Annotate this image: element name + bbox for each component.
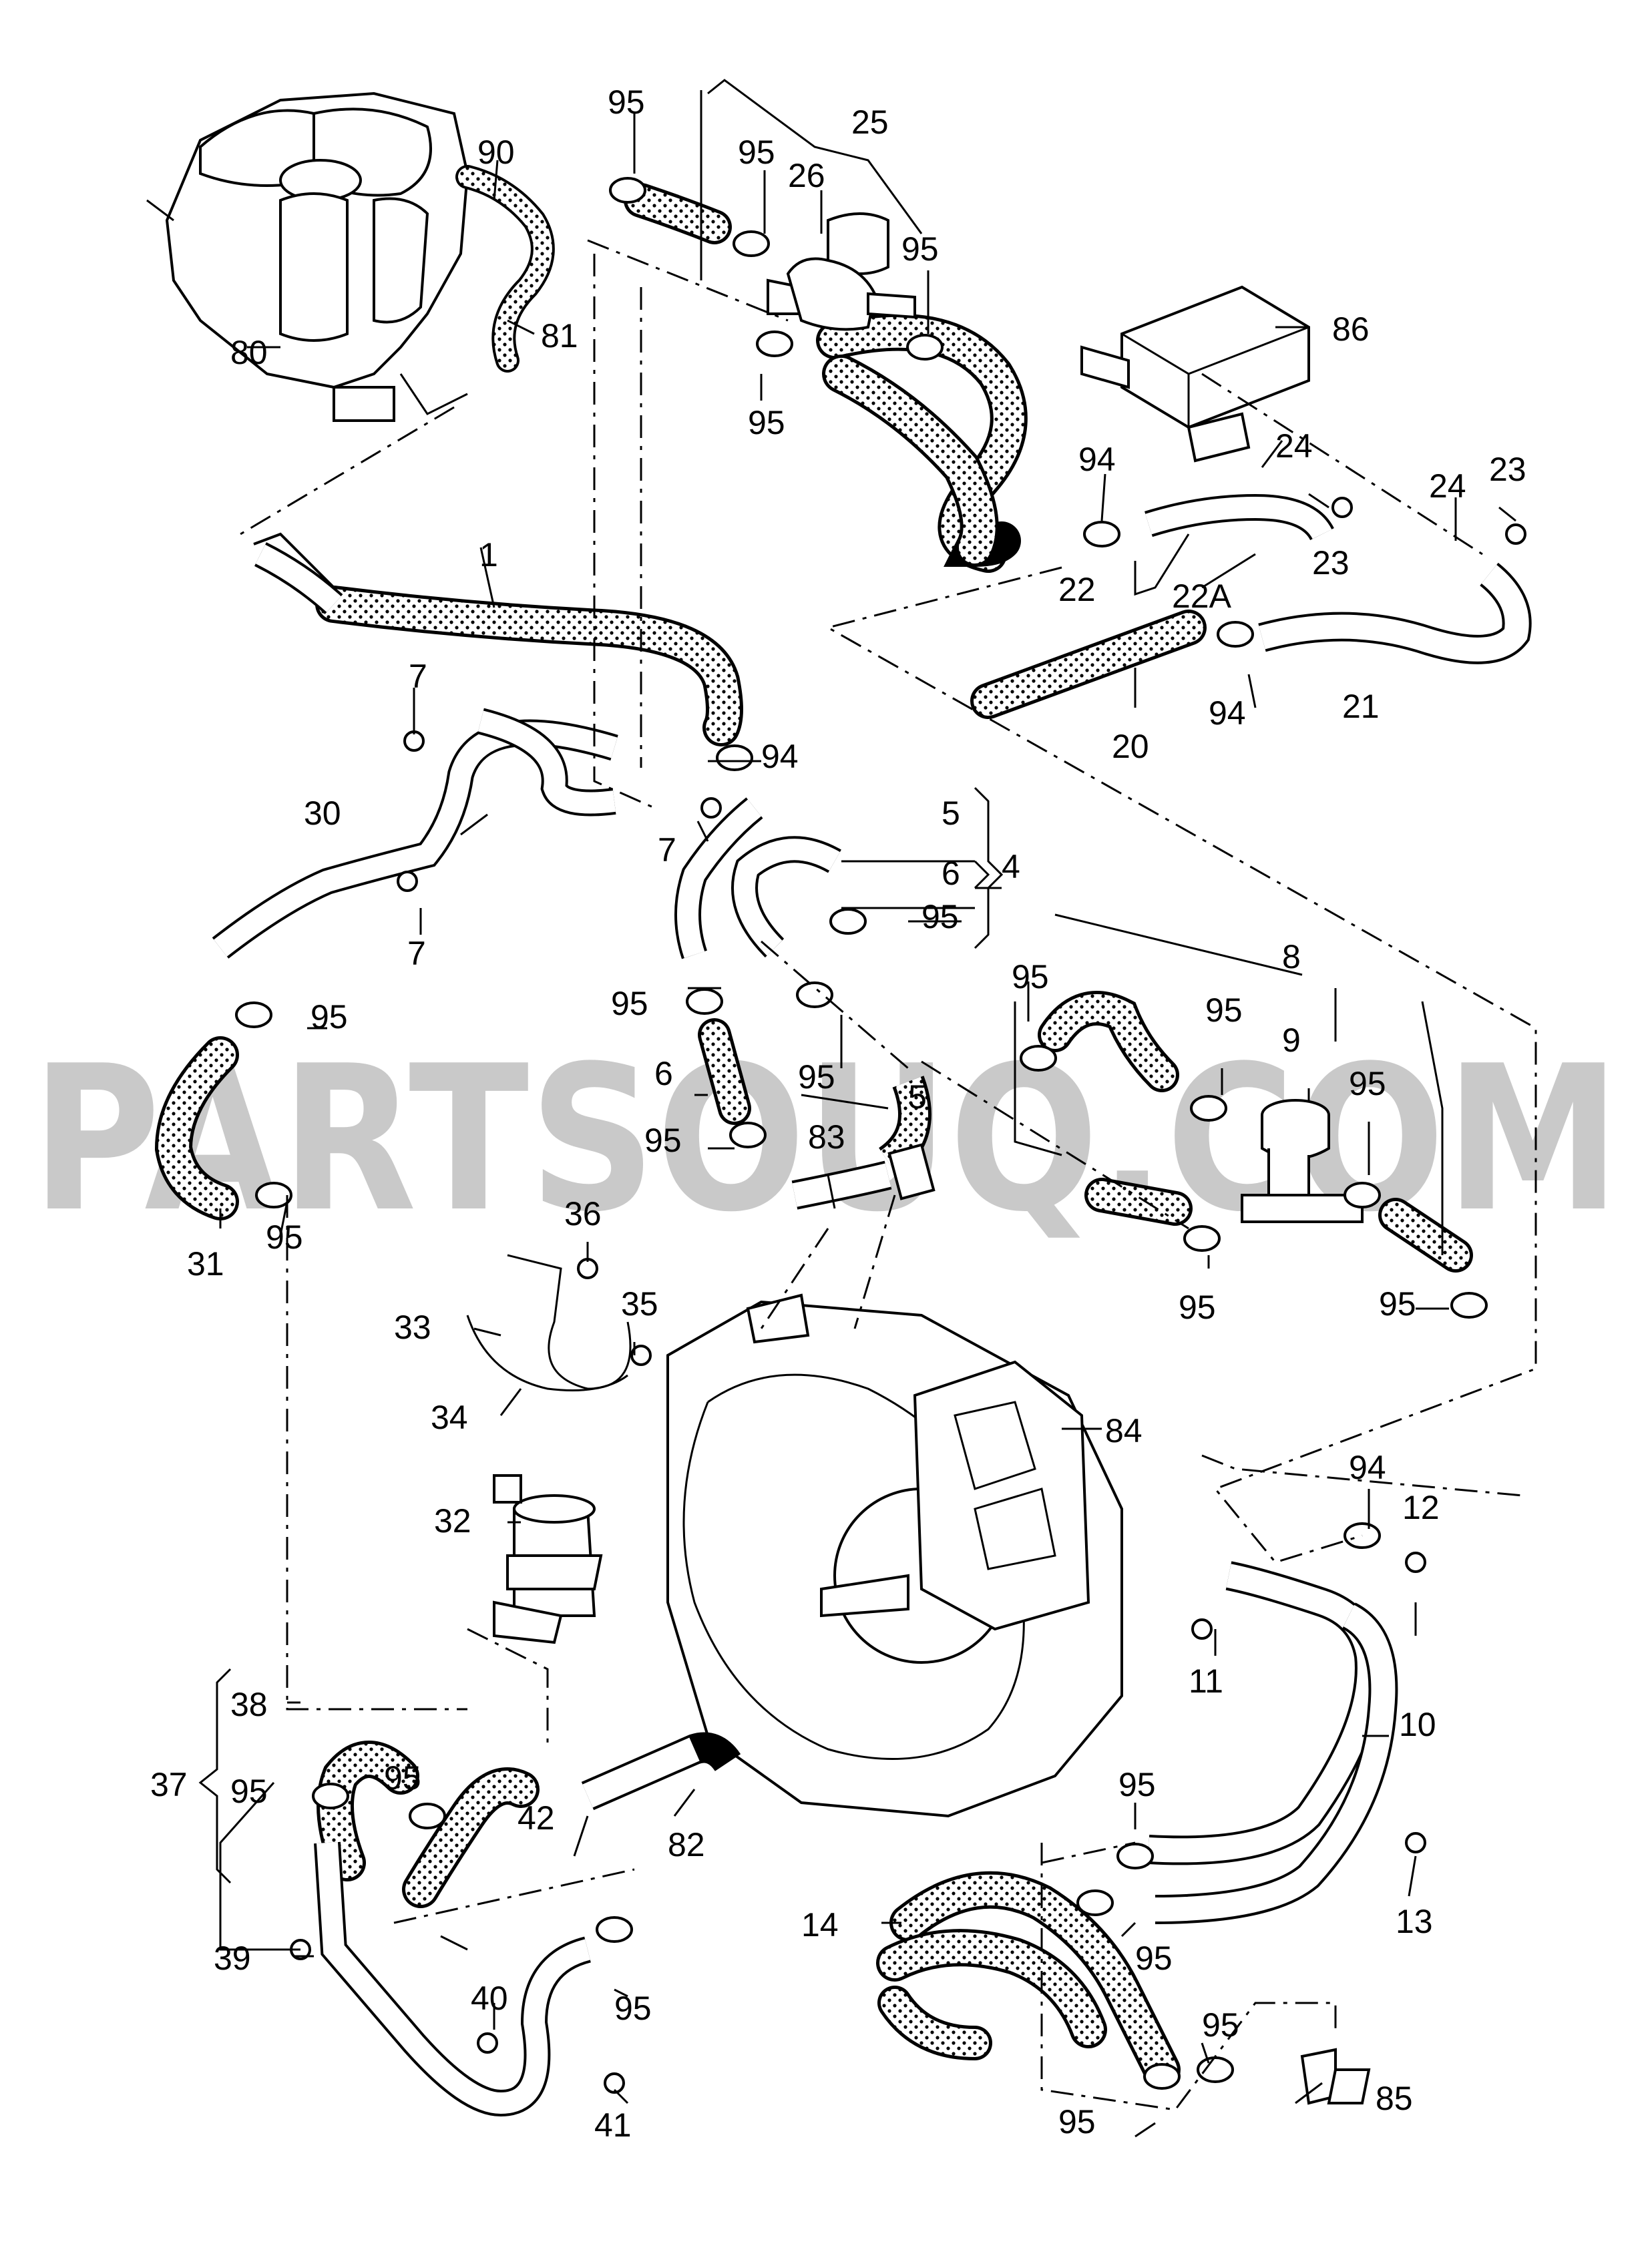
callout-7: 7 [658, 831, 676, 869]
callout-95: 95 [738, 134, 775, 171]
callout-80: 80 [230, 334, 268, 371]
callout-95: 95 [266, 1218, 303, 1256]
callout-7: 7 [407, 935, 426, 972]
callout-10: 10 [1399, 1706, 1436, 1743]
callout-39: 39 [214, 1940, 251, 1977]
callout-25: 25 [851, 103, 889, 141]
callout-95: 95 [1135, 1940, 1173, 1977]
callout-95: 95 [1379, 1285, 1416, 1323]
callout-42: 42 [518, 1799, 555, 1837]
callout-31: 31 [187, 1245, 224, 1283]
callout-95: 95 [644, 1122, 682, 1159]
callout-83: 83 [808, 1118, 845, 1156]
callout-9: 9 [1282, 1022, 1301, 1059]
callout-23: 23 [1312, 544, 1350, 582]
callout-95: 95 [230, 1773, 268, 1810]
bracket-33-34 [466, 1254, 632, 1391]
callout-41: 41 [594, 2106, 632, 2144]
callout-37: 37 [150, 1766, 188, 1803]
callout-94: 94 [1209, 694, 1246, 732]
callout-5: 5 [908, 1078, 927, 1116]
callout-94: 94 [1078, 441, 1116, 478]
callout-22: 22 [1058, 571, 1096, 608]
callout-6: 6 [654, 1055, 673, 1092]
callout-12: 12 [1402, 1489, 1440, 1526]
callout-85: 85 [1376, 2080, 1413, 2117]
callout-26: 26 [788, 157, 825, 194]
callout-38: 38 [230, 1686, 268, 1723]
callout-94: 94 [1349, 1449, 1386, 1486]
callout-95: 95 [921, 898, 959, 935]
callout-7: 7 [409, 658, 427, 695]
callout-95: 95 [611, 985, 648, 1022]
dashed-connections [240, 239, 1537, 2111]
pump-32 [493, 1474, 603, 1644]
callout-94: 94 [761, 738, 799, 775]
callout-95: 95 [608, 83, 645, 121]
callout-95: 95 [748, 404, 785, 441]
callout-95: 95 [1179, 1289, 1216, 1326]
callout-86: 86 [1332, 310, 1370, 348]
transmission-84 [666, 1293, 1123, 1818]
brace-4 [974, 786, 1004, 949]
clamps [235, 177, 1488, 2090]
callout-1: 1 [479, 536, 498, 574]
leader-lines [219, 79, 1516, 2138]
hose-bundle-14 [876, 1871, 1181, 2088]
callout-4: 4 [1002, 848, 1020, 885]
hose-1 [253, 532, 743, 746]
callout-32: 32 [434, 1502, 471, 1540]
callout-95: 95 [901, 230, 939, 268]
callout-95: 95 [311, 998, 348, 1036]
callout-33: 33 [394, 1309, 431, 1346]
callout-21: 21 [1342, 688, 1380, 725]
callout-35: 35 [621, 1285, 658, 1323]
callout-95: 95 [798, 1058, 835, 1096]
bolts [290, 497, 1526, 2094]
expansion-tank [146, 91, 469, 422]
callout-95: 95 [1012, 958, 1049, 995]
callout-82: 82 [668, 1826, 705, 1863]
callout-20: 20 [1112, 728, 1149, 765]
callout-95: 95 [1205, 991, 1243, 1029]
callout-24: 24 [1275, 427, 1313, 465]
callout-11: 11 [1189, 1662, 1223, 1700]
callout-24: 24 [1429, 467, 1466, 505]
pipe-82 [581, 1732, 741, 1811]
callout-5: 5 [942, 795, 960, 832]
callout-40: 40 [471, 1980, 508, 2017]
callout-84: 84 [1105, 1412, 1143, 1449]
callout-36: 36 [564, 1195, 602, 1232]
callout-8: 8 [1282, 938, 1301, 975]
brace-37 [198, 1668, 232, 1884]
part-85 [1300, 2048, 1371, 2105]
callout-30: 30 [304, 795, 341, 832]
callout-95: 95 [1349, 1065, 1386, 1102]
valve-9 [1241, 1099, 1364, 1223]
callout-81: 81 [541, 317, 578, 355]
callout-95: 95 [1118, 1766, 1156, 1803]
callout-95: 95 [384, 1759, 421, 1797]
callout-95: 95 [1202, 2006, 1239, 2044]
callout-6: 6 [942, 855, 960, 892]
callout-23: 23 [1489, 451, 1526, 488]
hose-group-25 [624, 183, 1028, 573]
callout-14: 14 [801, 1906, 839, 1944]
callout-34: 34 [431, 1399, 468, 1436]
callout-13: 13 [1396, 1903, 1433, 1940]
callout-95: 95 [614, 1990, 652, 2027]
callout-90: 90 [477, 134, 515, 171]
callout-95: 95 [1058, 2103, 1096, 2140]
callout-22A: 22A [1172, 578, 1232, 615]
cooler-86 [1080, 285, 1310, 463]
callout-labels: 80 81 90 1 95 25 95 26 95 95 86 94 24 24… [150, 83, 1526, 2144]
